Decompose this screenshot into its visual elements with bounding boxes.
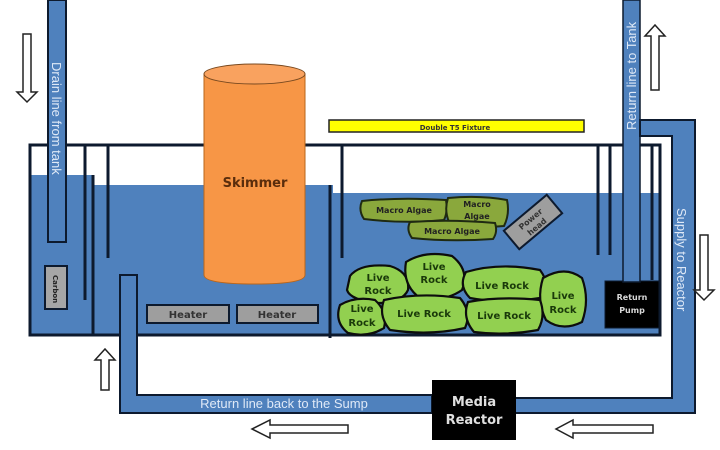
live-rock-labels: Live Rock Live Rock Live Rock Live Rock … <box>348 262 576 329</box>
carbon-bag: Carbon <box>44 265 68 310</box>
svg-text:Rock: Rock <box>420 275 447 286</box>
svg-text:Live Rock: Live Rock <box>397 309 451 320</box>
arrow-up-icon <box>643 23 667 91</box>
return-pump: Return Pump <box>604 280 660 329</box>
svg-text:Pump: Pump <box>619 306 645 315</box>
return-line-label: Return line to Tank <box>624 21 639 130</box>
svg-text:Rock: Rock <box>348 318 375 329</box>
return-to-sump-label: Return line back to the Sump <box>200 396 368 411</box>
arrow-down-icon <box>15 33 39 104</box>
heater-1 <box>146 304 230 324</box>
svg-text:Macro: Macro <box>463 200 491 209</box>
svg-text:Macro Algae: Macro Algae <box>424 227 480 236</box>
svg-text:Rock: Rock <box>364 286 391 297</box>
media-reactor: Media Reactor <box>432 380 516 440</box>
arrow-down-icon <box>692 234 716 302</box>
sump-tank <box>28 143 662 337</box>
flow-arrows <box>15 23 716 440</box>
svg-text:Heater: Heater <box>258 310 296 321</box>
svg-text:Reactor: Reactor <box>446 413 503 428</box>
arrow-left-icon <box>554 418 654 440</box>
svg-text:Live: Live <box>350 304 373 315</box>
svg-text:Rock: Rock <box>549 305 576 316</box>
live-rock <box>404 252 466 301</box>
heaters: Heater Heater <box>146 304 319 324</box>
drain-line-label: Drain line from tank <box>49 62 64 175</box>
svg-text:Heater: Heater <box>169 310 207 321</box>
fixture-label: Double T5 Fixture <box>420 124 491 132</box>
svg-text:Return: Return <box>617 293 648 302</box>
carbon-label: Carbon <box>51 275 59 303</box>
supply-to-reactor-label: Supply to Reactor <box>674 208 689 312</box>
svg-text:Live: Live <box>551 291 574 302</box>
svg-text:Algae: Algae <box>464 212 490 221</box>
arrow-up-icon <box>93 347 117 391</box>
t5-light-fixture: Double T5 Fixture <box>328 119 585 133</box>
svg-text:Macro Algae: Macro Algae <box>376 206 432 215</box>
arrow-left-icon <box>250 418 349 440</box>
live-rock <box>337 297 387 336</box>
return-line-to-tank: Return line to Tank <box>622 0 641 283</box>
protein-skimmer: Skimmer <box>203 63 306 285</box>
svg-text:Media: Media <box>452 395 496 410</box>
svg-text:Live Rock: Live Rock <box>475 281 529 292</box>
macro-algae: Macro Algae Macro Algae Macro Algae <box>359 195 509 242</box>
heater-2 <box>236 304 319 324</box>
live-rock <box>464 297 544 335</box>
svg-text:Live: Live <box>422 262 445 273</box>
svg-text:Live Rock: Live Rock <box>477 311 531 322</box>
live-rock <box>380 294 469 334</box>
live-rocks <box>337 252 588 336</box>
drain-line: Drain line from tank <box>47 0 67 243</box>
skimmer-label: Skimmer <box>223 176 288 191</box>
svg-text:Live: Live <box>366 273 389 284</box>
